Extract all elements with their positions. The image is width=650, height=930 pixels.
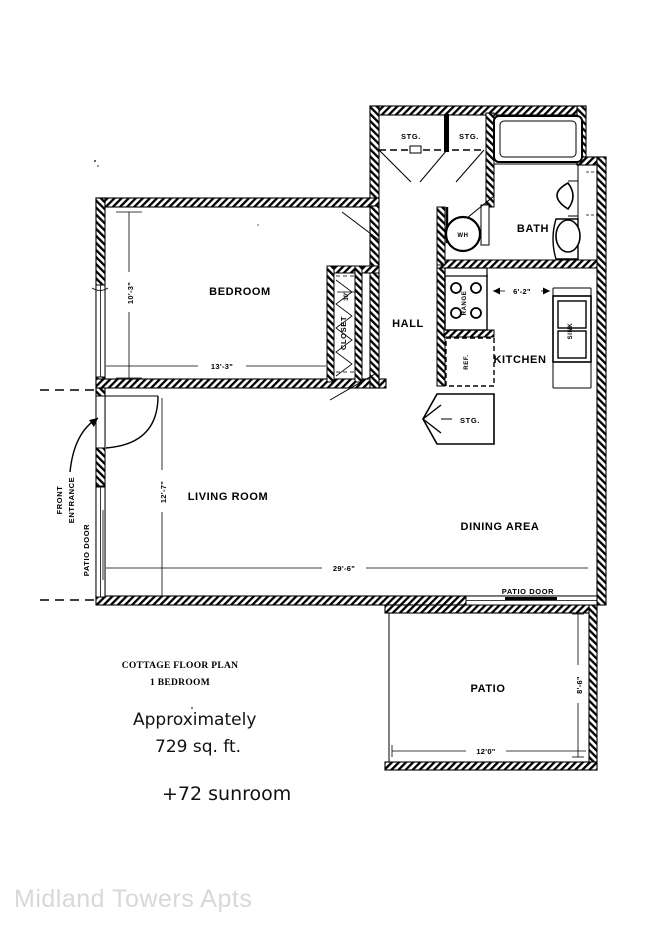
label-patio-door-south: PATIO DOOR — [502, 587, 554, 596]
dim-patio-width: 12'0" — [476, 747, 495, 756]
refrigerator-label: REF. — [464, 354, 470, 369]
scan-artifacts — [93, 159, 259, 709]
watermark-text: Midland Towers Apts — [14, 885, 253, 913]
dim-patio-width-group: 12'0" — [391, 744, 586, 758]
label-kitchen: KITCHEN — [493, 354, 546, 366]
wall-right-main — [596, 156, 607, 606]
dim-patio-height: 8'-6" — [575, 676, 584, 694]
wall-closet-west — [326, 265, 335, 383]
dim-bedroom-width: 13'-3" — [211, 362, 233, 371]
wall-hall-east — [369, 205, 380, 389]
label-storage-1: STG. — [401, 132, 421, 141]
kitchen-sink: SINK — [552, 295, 592, 363]
wall-patio-east — [588, 604, 598, 771]
labels-group: BEDROOM CLOSET HALL BATH KITCHEN LIVING … — [55, 132, 554, 695]
wall-patio-north — [384, 604, 598, 614]
wall-kitchen-stub — [443, 329, 495, 338]
wall-closet-top — [326, 265, 380, 274]
wall-bath-south — [436, 259, 598, 269]
wall-bath-west — [485, 112, 495, 208]
dim-mask-ow — [322, 561, 366, 575]
label-bath: BATH — [517, 223, 549, 235]
dim-patio-height-group: 8'-6" — [571, 613, 586, 758]
counter-range — [444, 267, 488, 277]
wall-wh-west — [436, 206, 446, 266]
door-storage-1 — [378, 114, 449, 183]
storage-3-label: STG. — [460, 416, 480, 425]
range-label: RANGE — [462, 291, 468, 316]
bath-sink — [552, 218, 581, 260]
label-dining-area: DINING AREA — [461, 521, 540, 533]
kitchen-sink-label: SINK — [568, 323, 574, 340]
water-heater: WH — [444, 215, 482, 253]
wall-closet-east — [354, 265, 363, 383]
toilet — [556, 180, 579, 217]
front-entrance-arrow — [69, 417, 99, 473]
door-closet — [335, 275, 354, 377]
wall-kitchen-west — [436, 267, 446, 387]
door-front-entrance — [95, 395, 159, 487]
window-bath-east — [586, 171, 597, 216]
handwritten-note-line3: +72 sunroom — [162, 783, 291, 805]
label-patio-door-west: PATIO DOOR — [82, 524, 91, 576]
bath-angled-wall — [444, 164, 495, 260]
dim-closet-depth: 30" — [344, 291, 350, 301]
label-bedroom: BEDROOM — [209, 286, 271, 298]
label-hall: HALL — [392, 318, 424, 330]
patio-door-west — [95, 486, 106, 598]
dim-bedroom-height: 10'-3" — [126, 282, 135, 304]
dim-mask-lh — [154, 470, 170, 512]
label-storage-2: STG. — [459, 132, 479, 141]
wall-bedroom-south — [95, 378, 387, 389]
range: RANGE — [444, 274, 488, 331]
label-closet: CLOSET — [339, 316, 348, 350]
patio-door-south — [465, 595, 598, 606]
door-storage-2 — [452, 149, 485, 183]
wall-patio-south — [384, 761, 598, 771]
dim-living-height: 12'-7" — [159, 481, 168, 503]
wall-hall-west-upper — [369, 105, 380, 207]
wall-bedroom-north — [95, 197, 380, 208]
bathtub — [493, 115, 583, 163]
title-block: COTTAGE FLOOR PLAN 1 BEDROOM Approximate… — [122, 661, 292, 805]
storage-closet-kitchen: STG. — [422, 393, 495, 445]
dim-overall-width: 29'-6" — [333, 564, 355, 573]
openings-group — [91, 114, 598, 606]
label-front-entrance-2: ENTRANCE — [67, 477, 76, 523]
wall-top-north — [369, 105, 587, 116]
dim-mask-bh — [122, 272, 137, 312]
water-heater-label: WH — [457, 233, 468, 239]
handwritten-note-line1: Approximately — [133, 710, 256, 730]
plan-title-line2: 1 BEDROOM — [150, 678, 210, 688]
fixtures-group: WH RANGE REF. SINK — [422, 115, 592, 445]
dim-kitchen-width: 6'-2" — [513, 287, 531, 296]
window-bedroom-west — [91, 284, 109, 378]
refrigerator: REF. — [445, 337, 495, 387]
label-patio: PATIO — [471, 683, 506, 695]
kitchen-counter-east — [552, 287, 592, 389]
door-hall-bedroom-upper — [341, 211, 380, 241]
door-hall-living — [329, 373, 376, 401]
dimensions-group: 10'-3" 13'-3" 30" 6'-2" 12'-7" 29'-6" — [106, 211, 588, 758]
plan-title-line1: COTTAGE FLOOR PLAN — [122, 661, 239, 671]
label-front-entrance-1: FRONT — [55, 486, 64, 515]
handwritten-note-line2: 729 sq. ft. — [155, 737, 241, 757]
label-living-room: LIVING ROOM — [188, 491, 269, 503]
dim-mask-bw — [198, 359, 246, 373]
reference-dashes — [40, 389, 96, 601]
dim-kitchen-width-group: 6'-2" — [493, 284, 550, 297]
